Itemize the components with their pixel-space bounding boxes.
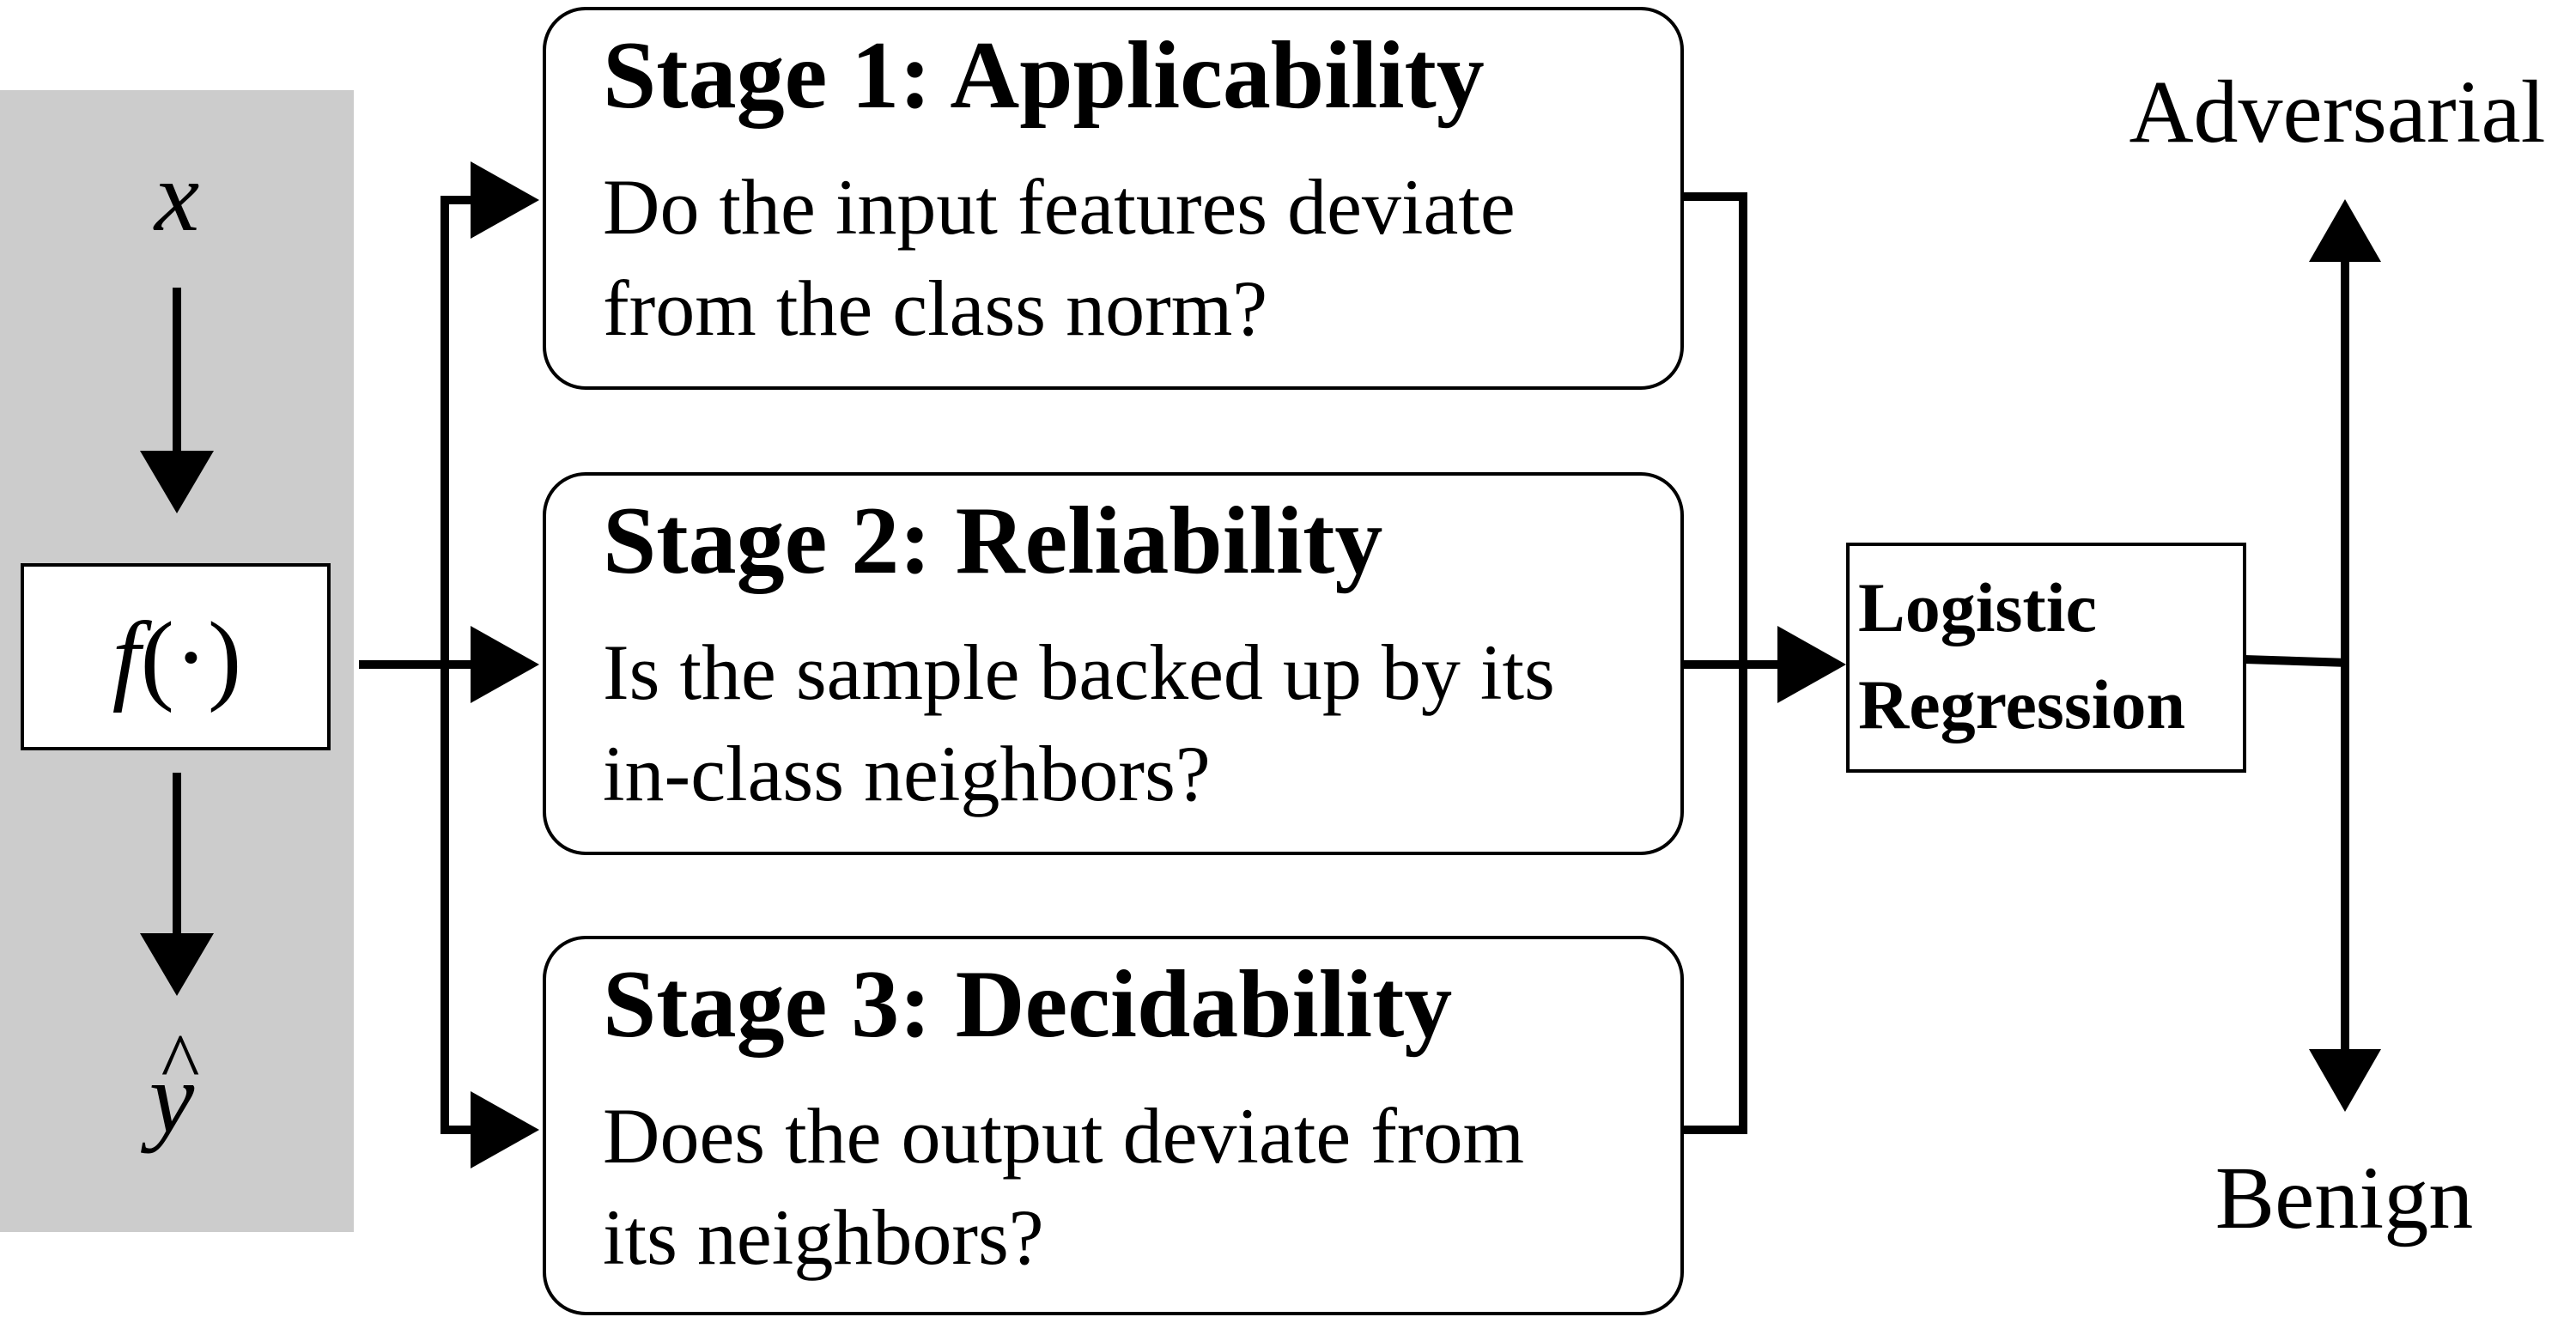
stage-1-title: Stage 1: Applicability <box>603 22 1485 129</box>
stage-2-title: Stage 2: Reliability <box>603 488 1382 594</box>
arrow-input-to-model-head <box>140 451 214 513</box>
stage-2-box: Stage 2: Reliability Is the sample backe… <box>543 472 1684 855</box>
arrow-to-stage1-head <box>471 161 539 239</box>
stage-2-question-line-2: in-class neighbors? <box>603 730 1211 817</box>
stage-3-title: Stage 3: Decidability <box>603 951 1452 1058</box>
stage-3-box: Stage 3: Decidability Does the output de… <box>543 936 1684 1315</box>
output-hat-accent: ^ <box>161 1017 199 1108</box>
arrow-model-to-output-head <box>140 933 214 996</box>
stage-1-question-line-2: from the class norm? <box>603 264 1267 352</box>
classifier-label-line-1: Logistic <box>1858 568 2097 646</box>
stage-3-question-line-2: its neighbors? <box>603 1193 1044 1281</box>
stage-2-question-line-1: Is the sample backed up by its <box>603 628 1555 716</box>
stage-1-box: Stage 1: Applicability Do the input feat… <box>543 7 1684 390</box>
arrow-to-adversarial-head <box>2309 199 2381 262</box>
input-symbol-x: x <box>153 140 199 252</box>
arrow-to-classifier-head <box>1777 626 1846 703</box>
arrow-to-stage3-head <box>471 1091 539 1168</box>
model-function-label: f(·) <box>112 601 242 713</box>
arrow-to-stage2-head <box>471 626 539 703</box>
output-symbol-y: y <box>141 1041 195 1154</box>
classifier-label-line-2: Regression <box>1858 665 2185 743</box>
stage-3-question-line-1: Does the output deviate from <box>603 1092 1524 1180</box>
classifier-output-line <box>2244 655 2349 667</box>
logistic-regression-box: Logistic Regression <box>1846 543 2246 773</box>
arrow-to-benign-head <box>2309 1049 2381 1112</box>
outcome-adversarial: Adversarial <box>2129 63 2545 161</box>
stage-1-question-line-1: Do the input features deviate <box>603 163 1516 251</box>
outcome-benign: Benign <box>2215 1149 2473 1247</box>
model-function-box <box>21 563 331 750</box>
model-function-args: (·) <box>140 601 241 713</box>
fanout-branch-vertical <box>440 196 489 1134</box>
